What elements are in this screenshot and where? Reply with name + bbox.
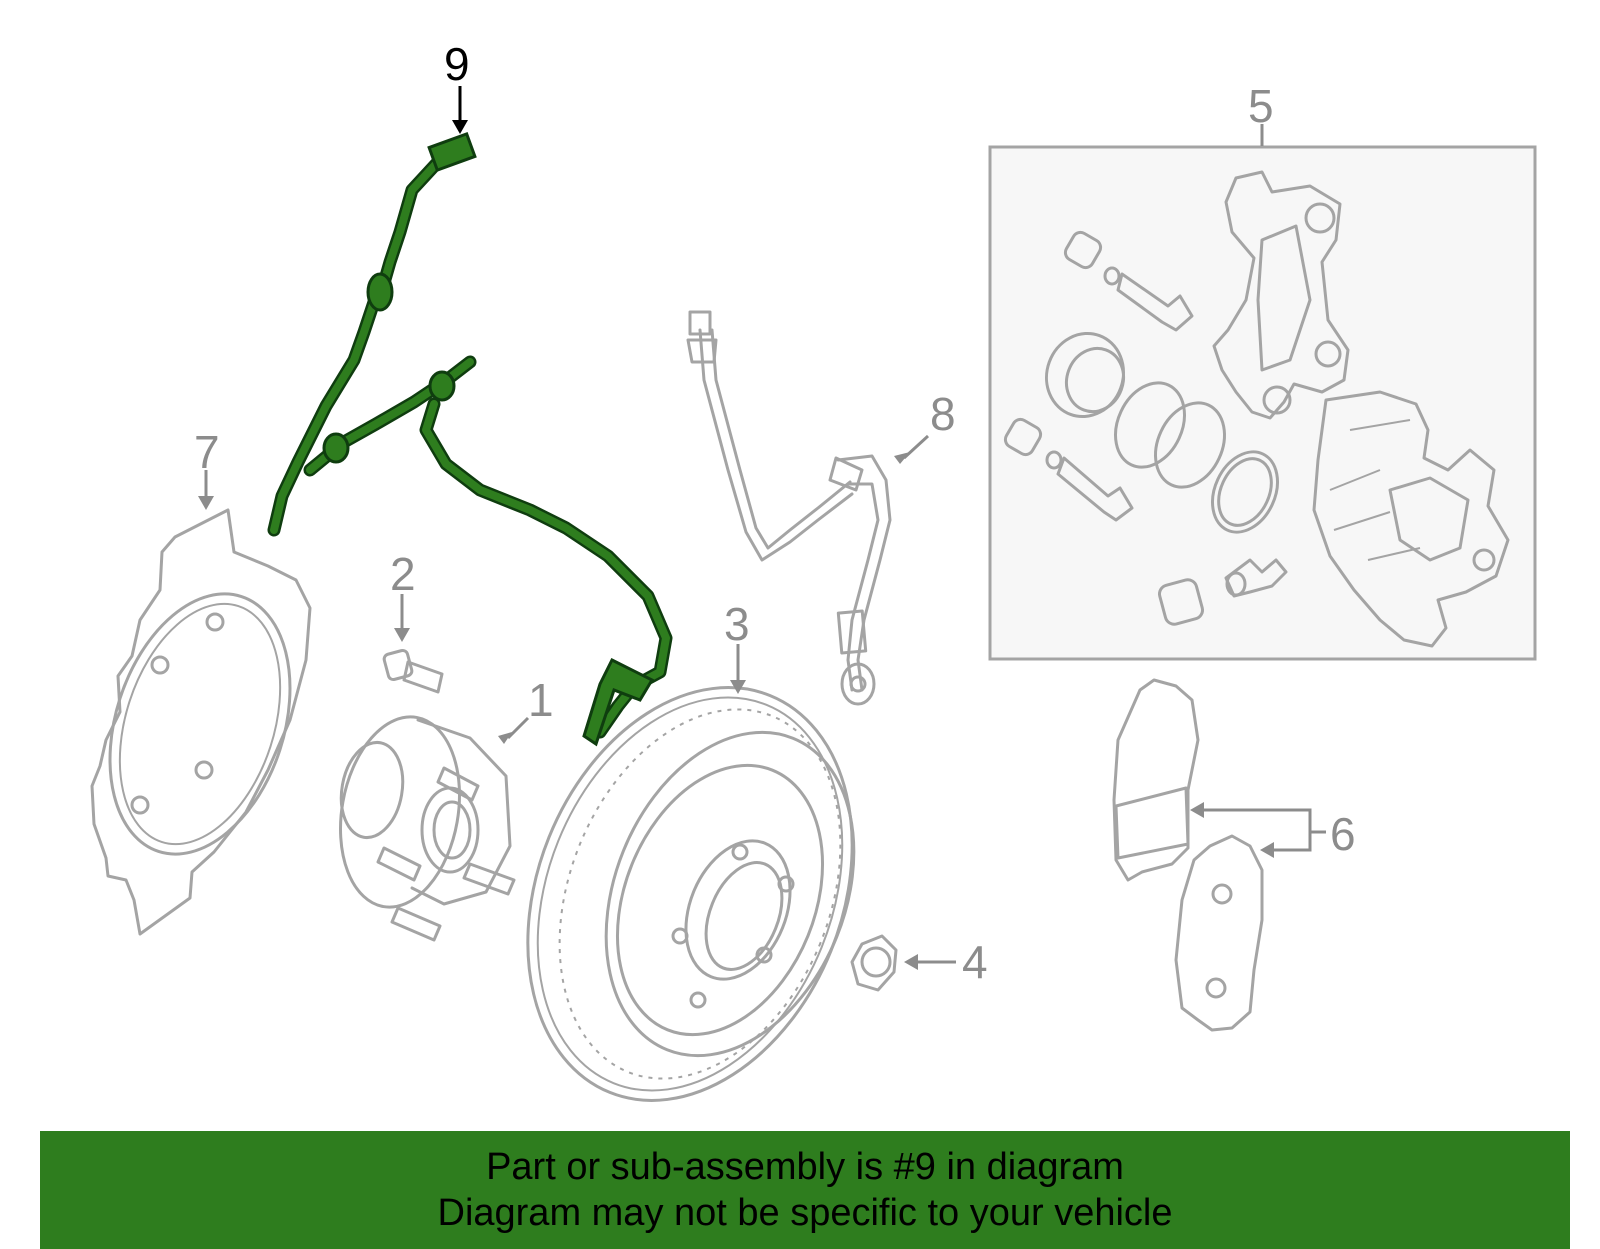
callout-9: 9 xyxy=(444,38,470,90)
callout-8: 8 xyxy=(930,388,956,440)
callout-1: 1 xyxy=(528,674,554,726)
callout-6: 6 xyxy=(1330,808,1356,860)
banner-line-1: Part or sub-assembly is #9 in diagram xyxy=(486,1146,1124,1188)
brake-pads xyxy=(1112,678,1264,1032)
callout-3: 3 xyxy=(724,598,750,650)
callout-arrows xyxy=(198,86,1326,970)
brake-rotor xyxy=(526,686,856,1102)
callout-7: 7 xyxy=(194,426,220,478)
dust-shield xyxy=(90,508,312,936)
banner-line-2: Diagram may not be specific to your vehi… xyxy=(437,1192,1173,1234)
wheel-hub xyxy=(338,715,516,942)
callout-5: 5 xyxy=(1248,80,1274,132)
hub-nut xyxy=(850,934,898,992)
abs-sensor-harness xyxy=(267,131,673,747)
brake-hose xyxy=(686,310,892,706)
caliper-kit-box xyxy=(988,145,1537,661)
callout-4: 4 xyxy=(962,936,988,988)
info-banner: Part or sub-assembly is #9 in diagram Di… xyxy=(40,1131,1570,1249)
callout-2: 2 xyxy=(390,548,416,600)
wheel-stud xyxy=(382,648,444,694)
